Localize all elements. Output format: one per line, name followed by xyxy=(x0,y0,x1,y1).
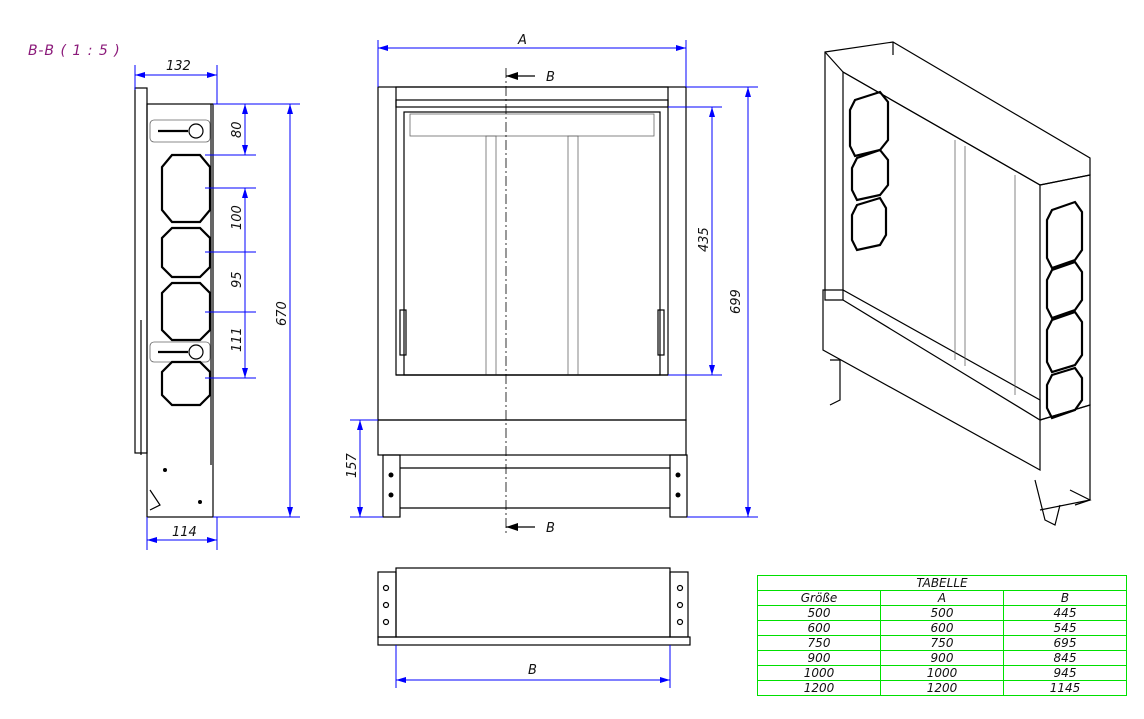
octagon-cutout xyxy=(160,360,212,407)
lock-hole-icon xyxy=(188,344,204,360)
plan-view: B xyxy=(377,567,691,688)
cell-a: 1200 xyxy=(880,680,1004,696)
cell-b: 945 xyxy=(1003,665,1127,681)
cell-size: 500 xyxy=(757,605,881,621)
cell-a: 750 xyxy=(880,635,1004,651)
section-marker-bottom: B xyxy=(546,521,555,536)
section-arrow-icon xyxy=(506,72,518,80)
header-b: B xyxy=(1003,590,1127,606)
cell-b: 695 xyxy=(1003,635,1127,651)
dim-b: B xyxy=(528,663,537,678)
section-arrow-icon xyxy=(506,523,518,531)
dim-a: A xyxy=(517,33,527,48)
octagon-cutout xyxy=(160,226,212,279)
table-header-row: Größe A B xyxy=(757,590,1127,606)
octagon-cutout xyxy=(160,281,212,342)
header-size: Größe xyxy=(757,590,881,606)
dim-114: 114 xyxy=(172,525,197,540)
cell-size: 1200 xyxy=(757,680,881,696)
dim-670: 670 xyxy=(275,301,290,326)
cell-size: 1000 xyxy=(757,665,881,681)
section-title: B-B ( 1 : 5 ) xyxy=(28,43,121,59)
dim-435: 435 xyxy=(697,227,712,252)
cell-b: 545 xyxy=(1003,620,1127,636)
header-a: A xyxy=(880,590,1004,606)
cell-a: 1000 xyxy=(880,665,1004,681)
cell-size: 750 xyxy=(757,635,881,651)
cell-a: 500 xyxy=(880,605,1004,621)
table-title: TABELLE xyxy=(757,575,1127,591)
cell-size: 900 xyxy=(757,650,881,666)
cell-size: 600 xyxy=(757,620,881,636)
octagon-cutout xyxy=(160,153,212,224)
dim-157: 157 xyxy=(345,452,360,478)
dim-699: 699 xyxy=(729,289,744,314)
dim-80: 80 xyxy=(230,121,245,138)
cell-b: 1145 xyxy=(1003,680,1127,696)
lock-hole-icon xyxy=(188,123,204,139)
dim-111: 111 xyxy=(230,327,245,352)
cell-a: 900 xyxy=(880,650,1004,666)
cell-b: 445 xyxy=(1003,605,1127,621)
cell-b: 845 xyxy=(1003,650,1127,666)
dim-95: 95 xyxy=(230,271,245,288)
cell-a: 600 xyxy=(880,620,1004,636)
dim-100: 100 xyxy=(230,205,245,230)
dim-132: 132 xyxy=(166,59,191,74)
isometric-view xyxy=(822,41,1092,526)
front-view: B B A 435 699 157 xyxy=(345,33,758,536)
section-marker-top: B xyxy=(546,70,555,85)
side-section-view: 132 114 80 100 95 111 670 xyxy=(134,59,300,550)
